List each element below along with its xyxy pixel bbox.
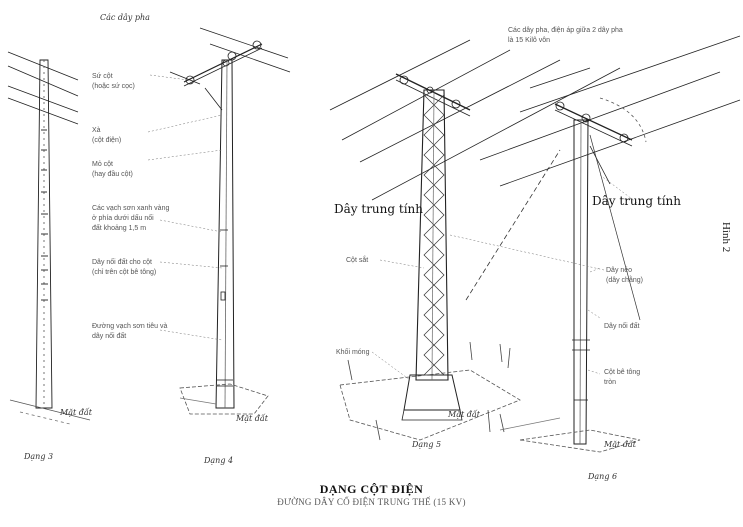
label-type-6: Dạng 6 [588, 472, 618, 481]
label-marking-c: đất khoảng 1,5 m [92, 225, 147, 232]
label-ground-wire-b: (chỉ trên cột bê tông) [92, 269, 157, 276]
label-top-conductors: Các dây pha [100, 13, 150, 22]
label-ground-surface-3: Mặt đất [448, 410, 480, 419]
label-guy-a: Dây néo [606, 267, 633, 274]
label-crossarm-b: (cột điện) [92, 137, 122, 144]
label-foundation: Khối móng [336, 349, 370, 356]
label-ground-strip-b: dây nối đất [92, 333, 127, 340]
label-ground-wire-a: Dây nối đất cho cột [92, 259, 152, 266]
label-marking-a: Các vạch sơn xanh vàng [92, 205, 170, 212]
label-ground-surface-4: Mặt đất [604, 440, 636, 449]
label-right-conductors-b: là 15 Kilô vôn [508, 37, 551, 44]
label-neutral-left: Dây trung tính [334, 202, 423, 216]
figure-number-text: Hình 2 [720, 222, 732, 253]
figure-title: DẠNG CỘT ĐIỆN [319, 482, 424, 496]
label-concrete-pole-b: tròn [604, 379, 617, 386]
label-insulator-b: (hoặc sứ cọc) [92, 83, 135, 90]
label-pole-top-a: Mỏ cột [92, 161, 114, 168]
label-ground-strip-a: Đường vạch sơn tiêu và [92, 323, 168, 330]
pole-type-5 [329, 39, 621, 441]
label-type-3: Dạng 3 [24, 452, 54, 461]
label-ground-lead: Dây nối đất [604, 323, 640, 330]
label-pole-top-b: (hay đầu cột) [92, 171, 133, 178]
figure-number: Hình 2 [702, 222, 742, 282]
label-lattice-pole: Cột sắt [346, 257, 369, 264]
label-guy-b: (dây chằng) [606, 277, 643, 284]
label-crossarm-a: Xà [92, 127, 101, 134]
label-type-4: Dạng 4 [204, 456, 234, 465]
pole-type-4 [147, 27, 291, 415]
label-neutral-right: Dây trung tính [592, 194, 681, 208]
pole-type-3 [7, 51, 91, 425]
label-right-conductors-a: Các dây pha, điện áp giữa 2 dây pha [508, 27, 623, 34]
label-ground-surface-2: Mặt đất [236, 414, 268, 423]
pole-type-6 [449, 35, 741, 453]
label-type-5: Dạng 5 [412, 440, 442, 449]
label-ground-surface-1: Mặt đất [60, 408, 92, 417]
label-insulator-a: Sứ cột [92, 73, 113, 80]
label-marking-b: ở phía dưới dấu nối [92, 215, 154, 222]
label-concrete-pole-a: Cột bê tông [604, 369, 641, 376]
figure-subtitle: ĐƯỜNG DÂY CỐ ĐIỆN TRUNG THẾ (15 KV) [277, 497, 466, 507]
